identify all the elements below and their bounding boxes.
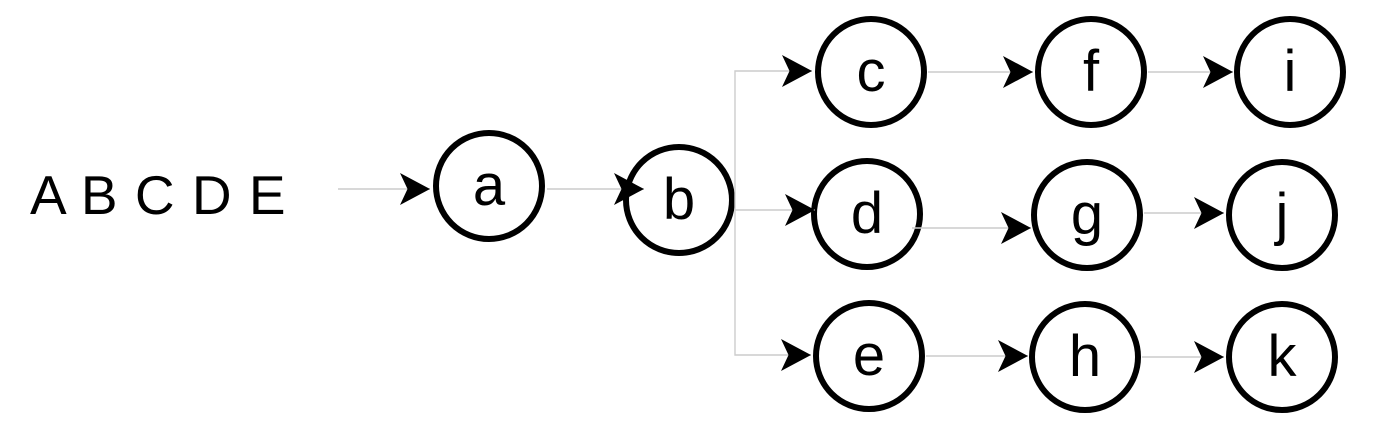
node-c: c (815, 16, 927, 128)
node-a: a (433, 130, 545, 242)
node-c-label: c (856, 39, 886, 104)
node-d-label: d (850, 181, 884, 246)
edge-b-e (734, 210, 811, 371)
input-sequence-label: A B C D E (30, 164, 287, 226)
node-b-label: b (662, 167, 696, 232)
node-a-label: a (472, 153, 506, 218)
node-k-label: k (1267, 324, 1297, 389)
edge-b-c (734, 55, 812, 210)
node-f-label: f (1082, 39, 1100, 104)
node-e: e (813, 300, 925, 412)
node-i-label: i (1283, 39, 1297, 104)
node-i: i (1234, 16, 1346, 128)
node-d: d (811, 158, 923, 270)
node-e-label: e (852, 323, 886, 388)
node-f: f (1035, 16, 1147, 128)
node-g-label: g (1070, 182, 1104, 247)
node-j-label: j (1275, 182, 1289, 247)
node-k: k (1226, 301, 1338, 413)
node-h: h (1029, 301, 1141, 413)
node-j: j (1226, 159, 1338, 271)
node-b: b (623, 144, 735, 256)
node-h-label: h (1068, 324, 1102, 389)
node-g: g (1031, 159, 1143, 271)
